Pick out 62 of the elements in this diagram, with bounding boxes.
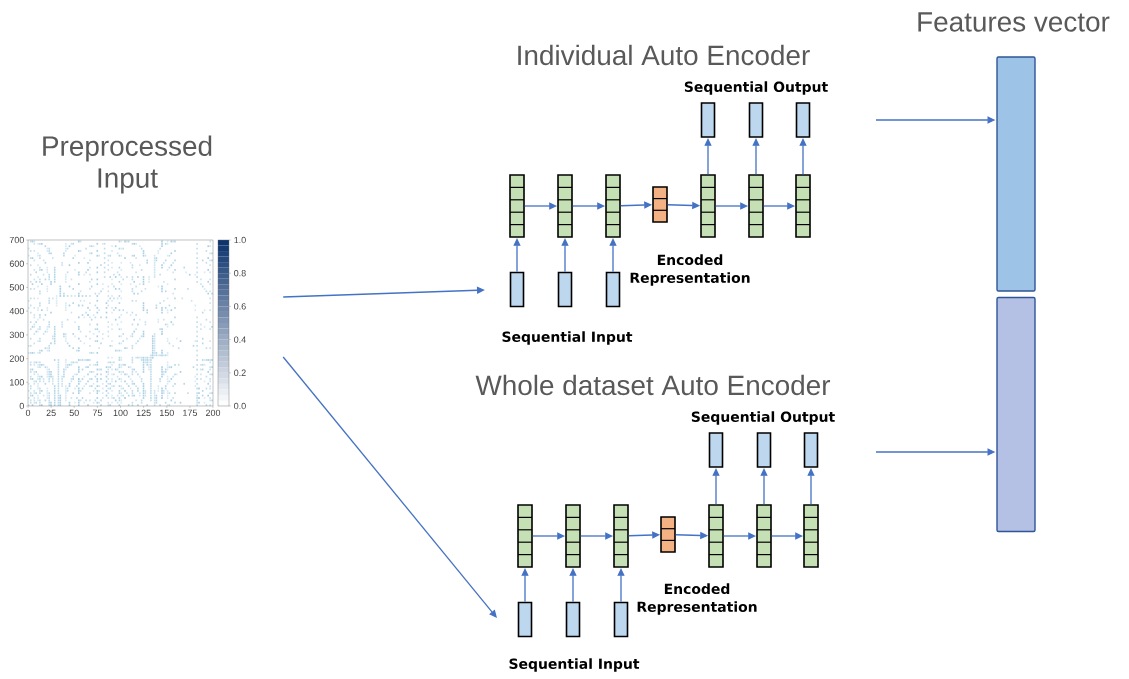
text-label: Sequential Input [509,658,640,672]
tick-label: 0 [19,402,24,410]
layer-cell [613,504,629,568]
heading: Whole dataset Auto Encoder [475,374,831,396]
vector-box [605,271,621,308]
tick-label: 0.0 [234,402,246,410]
vector-box [803,432,819,468]
layer-cell [565,504,581,568]
layer-cell [557,174,573,238]
tick-label: 200 [9,355,24,362]
layer-cell [517,504,533,568]
tick-label: 100 [10,379,24,386]
tick-label: 400 [9,307,24,315]
tick-label: 0 [25,409,31,417]
tick-label: 150 [160,409,174,417]
tick-label: 50 [69,409,79,417]
layer-cell [795,174,811,238]
tick-label: 700 [9,236,24,244]
tick-label: 100 [113,409,128,417]
tick-label: 600 [9,260,24,267]
vector-box [565,601,581,638]
layer-cell [605,174,621,238]
layer-cell [660,516,676,553]
tick-label: 125 [136,409,151,417]
tick-label: 175 [183,409,197,416]
arrow [282,286,485,298]
tick-label: 25 [46,409,56,417]
feature-bar [996,296,1036,533]
vector-box [509,271,525,308]
vector-box [613,601,629,638]
layer-cell [748,174,764,238]
vector-box [795,102,811,138]
layer-cell [652,186,668,223]
tick-label: 200 [206,409,221,417]
tick-label: 0.6 [234,303,246,310]
vector-box [557,271,573,308]
layer-cell [708,504,724,568]
vector-box [517,601,533,638]
tick-label: 0.8 [234,270,246,277]
heading: Individual Auto Encoder [518,44,810,66]
tick-label: 0.4 [234,336,246,343]
vector-box [748,102,764,138]
text-label: Sequential Input [502,331,633,345]
layer-cell [756,504,772,568]
vector-box [700,102,716,138]
layer-cell [700,174,716,238]
layer-cell [803,504,819,568]
layer-cell [509,174,525,238]
heading: Preprocessed Input [43,135,212,194]
tick-label: 300 [9,331,24,339]
text-label: Encoded Representation [630,254,750,286]
vector-box [756,432,772,468]
text-label: Sequential Output [684,81,828,95]
tick-label: 500 [9,284,24,291]
text-label: Encoded Representation [637,583,757,615]
vector-box [708,432,724,468]
tick-label: 1.0 [234,236,246,244]
tick-label: 75 [92,409,102,416]
arrow [282,356,497,618]
feature-bar [996,56,1036,292]
tick-label: 0.2 [234,369,246,376]
text-label: Sequential Output [691,411,835,425]
